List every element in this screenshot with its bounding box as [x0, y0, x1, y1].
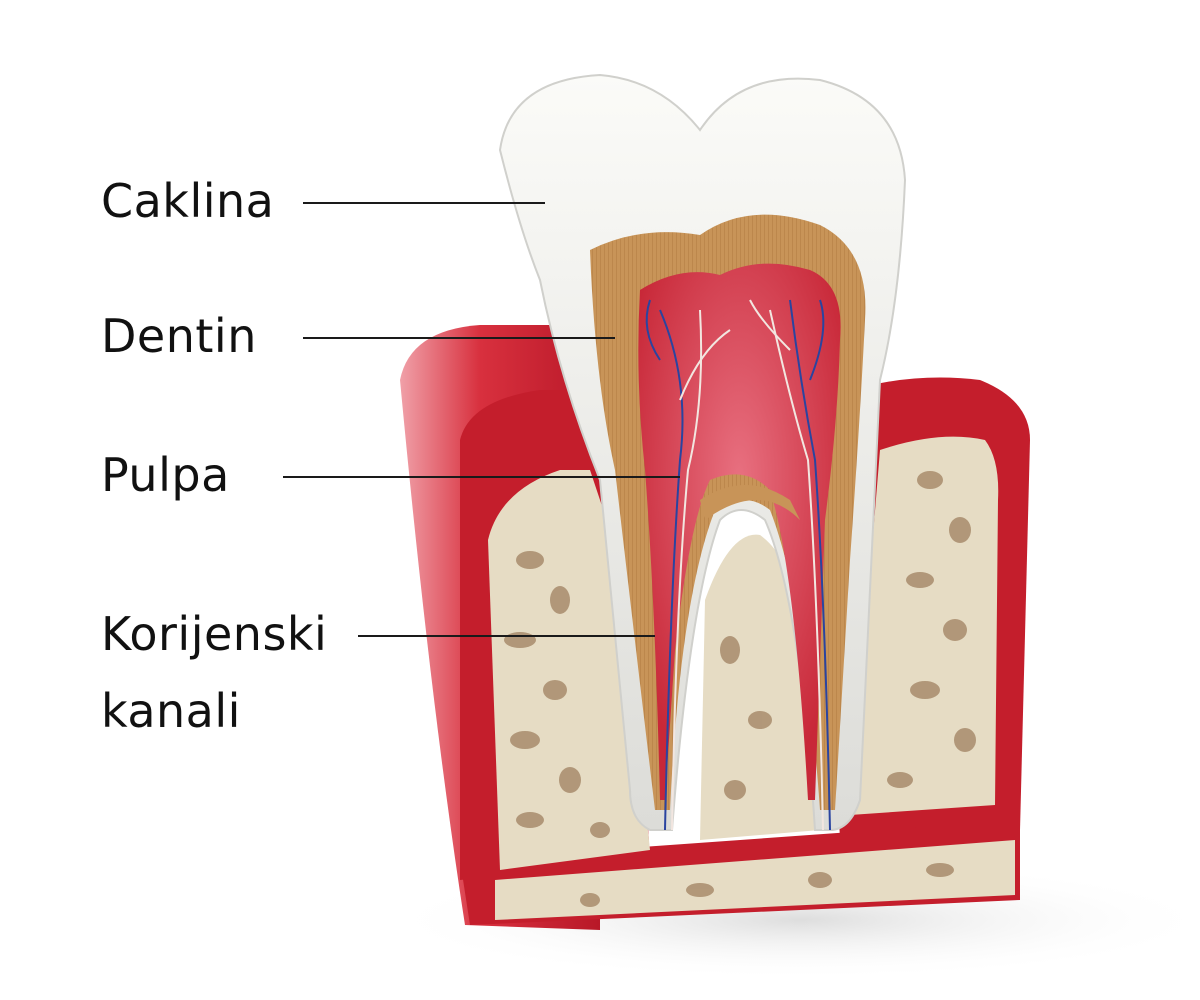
leader-line-dentin — [303, 337, 615, 339]
label-enamel: Caklina — [101, 174, 275, 228]
label-root-canals-line1: Korijenski — [101, 607, 328, 661]
bone-bottom — [495, 840, 1015, 920]
leader-line-enamel — [303, 202, 545, 204]
label-root-canals-line2: kanali — [101, 684, 241, 738]
label-pulp: Pulpa — [101, 448, 230, 502]
label-dentin: Dentin — [101, 309, 257, 363]
leader-line-pulp — [283, 476, 680, 478]
leader-line-root-canals — [358, 635, 655, 637]
